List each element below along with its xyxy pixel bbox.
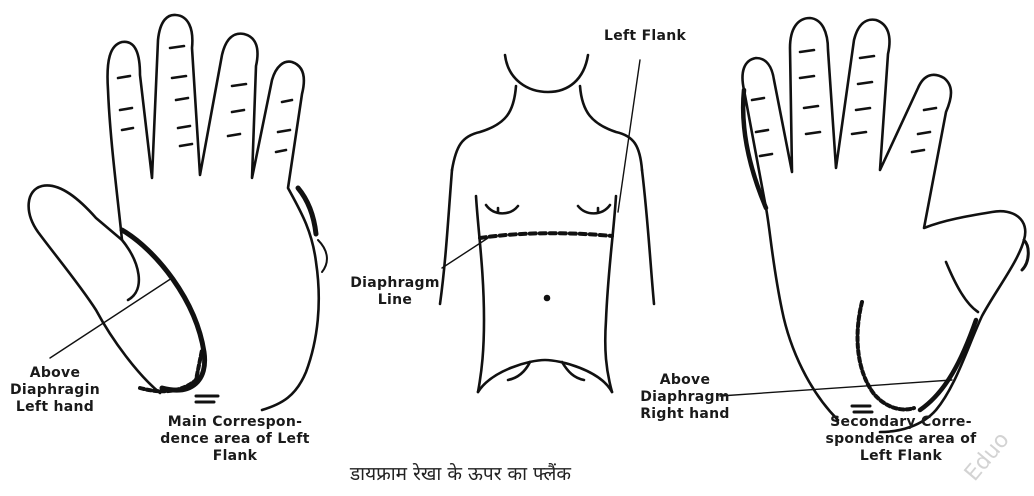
left-hand-pointer [50, 278, 172, 358]
label-main-corr-1: Main Correspon- [140, 414, 330, 431]
diaphragm-line [480, 233, 612, 238]
left-hand-outline [29, 15, 319, 410]
label-left-flank: Left Flank [604, 28, 686, 45]
label-secondary-correspondence: Secondary Corre- spondence area of Left … [806, 414, 996, 465]
label-main-corr-2: dence area of Left [140, 431, 330, 448]
label-diaphragm-line-2: Line [350, 292, 440, 309]
right-hand-outline [743, 18, 1026, 432]
label-main-correspondence: Main Correspon- dence area of Left Flank [140, 414, 330, 465]
right-hand-correspondence-area [858, 302, 914, 409]
right-hand-thumb-contour [920, 320, 976, 410]
caption-hindi: डायफ्राम रेखा के ऊपर का फ्लैंक [350, 460, 571, 486]
label-diaphragm-line: Diaphragm Line [350, 275, 440, 309]
label-main-corr-3: Flank [140, 448, 330, 465]
label-above-diaphragm-left-hand: Above Diaphragin Left hand [0, 365, 110, 416]
label-secondary-corr-1: Secondary Corre- [806, 414, 996, 431]
label-above-left-2: Diaphragin [0, 382, 110, 399]
label-above-right-3: Right hand [630, 406, 740, 423]
label-above-left-1: Above [0, 365, 110, 382]
label-above-left-3: Left hand [0, 399, 110, 416]
label-secondary-corr-2: spondence area of [806, 431, 996, 448]
torso-outline [440, 55, 654, 392]
label-above-right-2: Diaphragm [630, 389, 740, 406]
label-above-right-1: Above [630, 372, 740, 389]
left-flank-pointer [618, 60, 640, 212]
right-hand-pointer [720, 380, 952, 396]
label-above-diaphragm-right-hand: Above Diaphragm Right hand [630, 372, 740, 423]
label-diaphragm-line-1: Diaphragm [350, 275, 440, 292]
